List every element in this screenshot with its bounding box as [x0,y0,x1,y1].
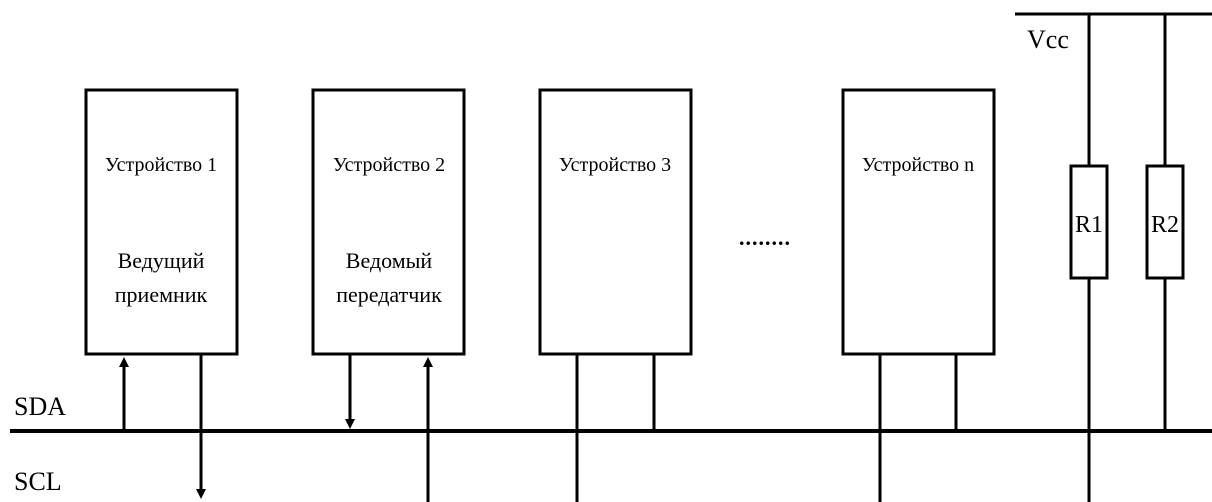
ellipsis: ........ [739,225,791,250]
sda-label: SDA [14,392,66,421]
device-1-box [84,88,239,356]
device-1-title: Устройство 1 [105,154,217,176]
r1-body [1069,164,1109,280]
resistor-r1: R1 [1069,14,1109,502]
device-2-role-line1: Ведомый [346,248,433,273]
device-1: Устройство 1 Ведущий приемник [84,88,239,499]
device-3: Устройство 3 [538,88,693,502]
device-2-title: Устройство 2 [333,154,445,176]
vcc-label: Vcc [1027,25,1069,54]
device-n-title: Устройство n [862,154,974,176]
device-2-role-line2: передатчик [336,282,442,307]
r1-label: R1 [1075,212,1103,238]
device-n: Устройство n [841,88,996,502]
device-3-title: Устройство 3 [559,154,671,176]
device-3-box [538,88,693,356]
device-n-box [841,88,996,356]
resistor-r2: R2 [1145,14,1185,431]
device-1-role-line1: Ведущий [118,248,205,273]
device-2: Устройство 2 Ведомый передатчик [311,88,466,502]
r2-label: R2 [1151,212,1179,238]
device-1-role-line2: приемник [115,282,208,307]
device-2-box [311,88,466,356]
scl-label: SCL [14,467,62,496]
